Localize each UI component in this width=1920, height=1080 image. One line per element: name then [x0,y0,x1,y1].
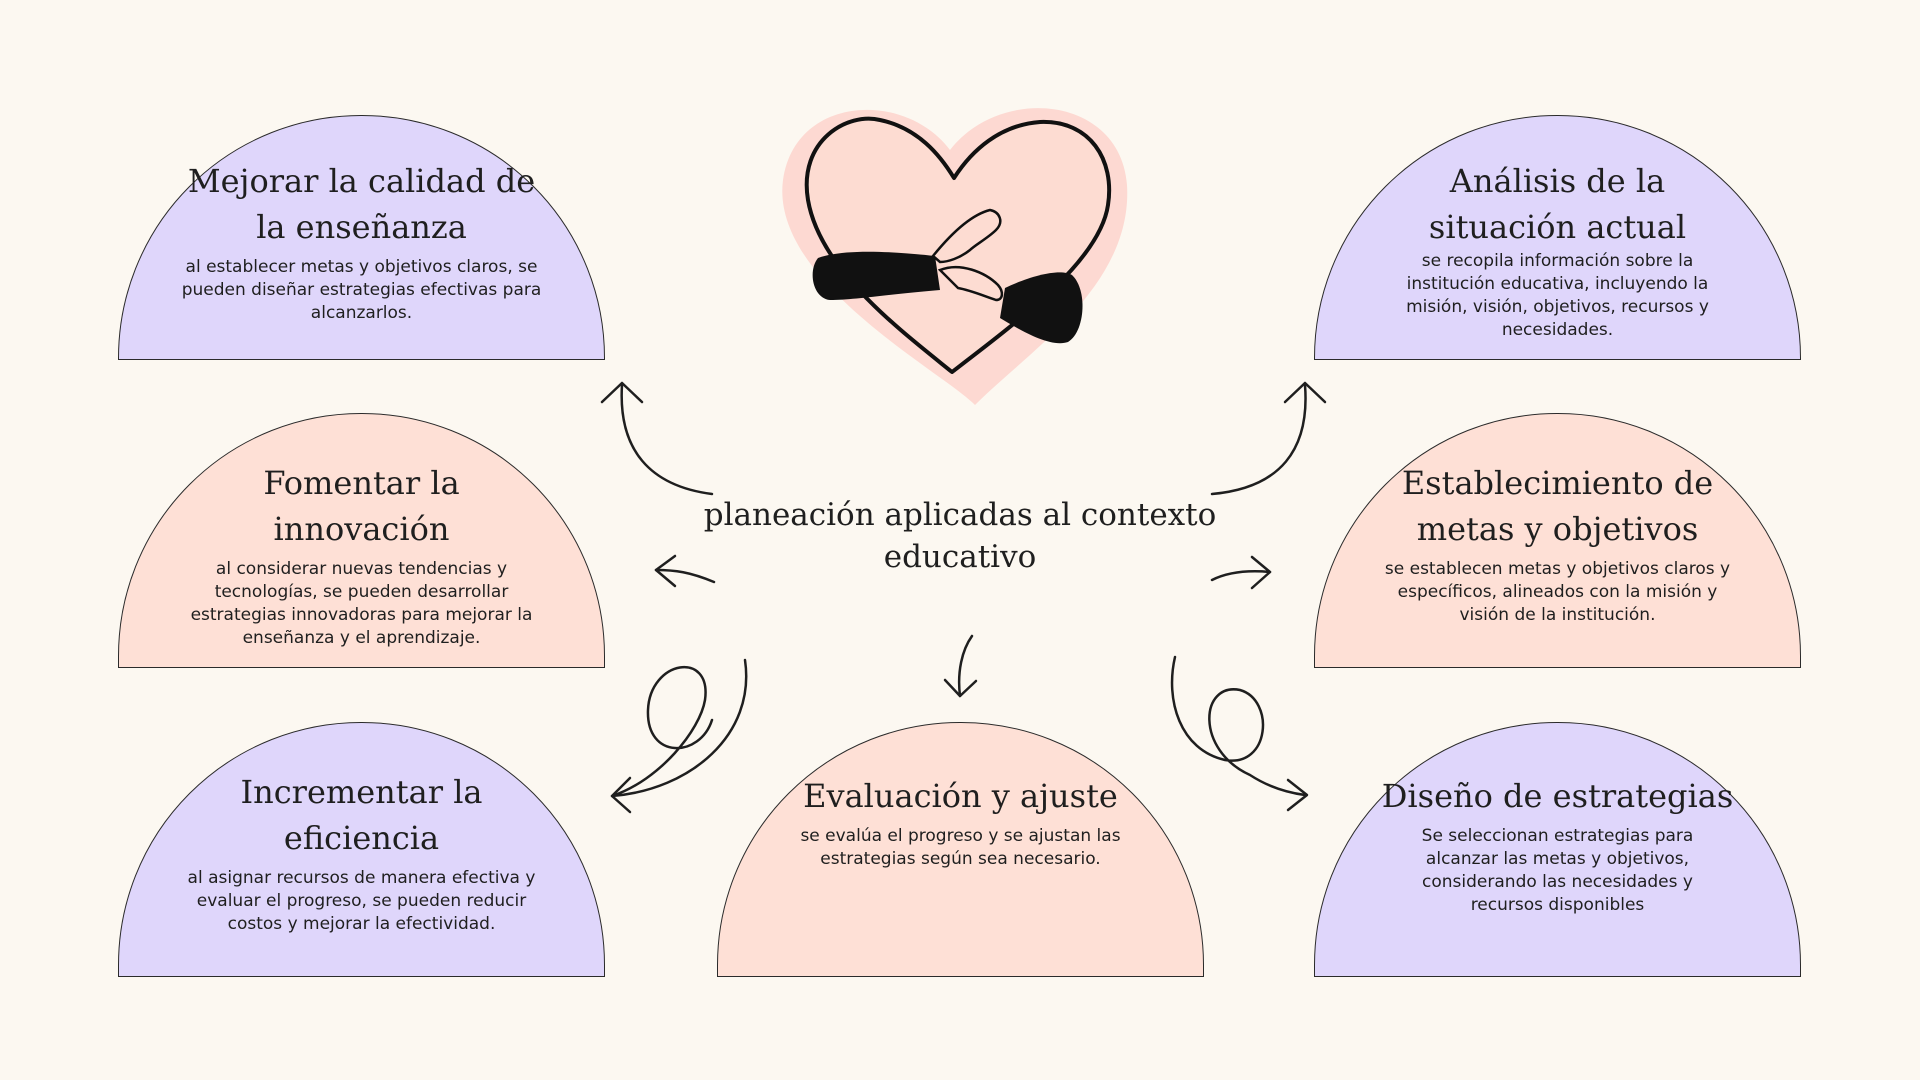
card-title: Diseño de estrategias [1381,777,1734,815]
arrow-to-mejorar [620,383,714,496]
arrow-to-fomentar [654,568,716,584]
arrow-to-analisis [1210,383,1307,496]
card-description: se evalúa el progreso y se ajustan las e… [800,826,1121,869]
card-title: Análisis de la situación actual [1428,162,1687,246]
card-description: se establecen metas y objetivos claros y… [1384,559,1731,625]
card-title: Fomentar la innovación [263,464,460,548]
arrow-to-establecimiento [1210,570,1272,582]
card-description: se recopila información sobre la institu… [1406,251,1709,340]
center-title: planeación aplicadas al contexto educati… [703,497,1217,575]
card-title: Establecimiento de metas y objetivos [1401,464,1714,548]
card-title: Evaluación y ajuste [803,777,1118,815]
card-title: Incrementar la eficiencia [240,773,483,857]
card-description: al considerar nuevas tendencias y tecnol… [190,559,533,648]
card-title: Mejorar la calidad de la enseñanza [187,162,536,246]
arrow-to-diseno [1170,655,1307,797]
arrow-to-incrementar [610,658,748,798]
card-description: al asignar recursos de manera efectiva y… [187,868,536,934]
card-description: Se seleccionan estrategias para alcanzar… [1421,826,1694,915]
arrow-to-evaluacion [957,634,974,698]
card-description: al establecer metas y objetivos claros, … [181,257,542,323]
